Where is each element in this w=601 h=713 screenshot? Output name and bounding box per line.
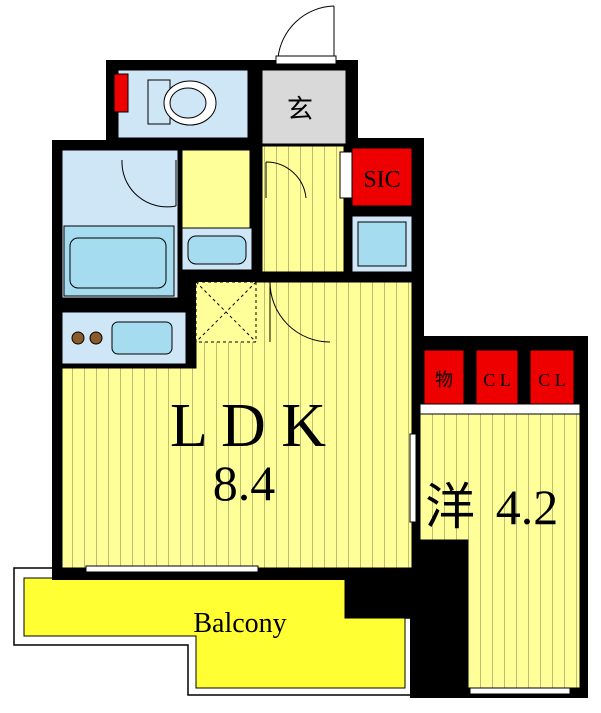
entrance: [261, 5, 347, 145]
western-room-name-label: 洋: [425, 479, 475, 535]
toilet-icon: [147, 79, 217, 126]
storage-label: 物: [435, 370, 453, 390]
balcony-area: [13, 567, 413, 696]
windows: [85, 433, 571, 695]
sic-label: SIC: [363, 167, 400, 193]
ldk-size-label: 8.4: [213, 455, 276, 511]
closets: [419, 349, 581, 415]
kitchen-counter: [61, 311, 187, 365]
western-room-size-label: 4.2: [496, 479, 559, 535]
floors: [61, 145, 581, 689]
closet-label-1: C L: [483, 370, 511, 390]
sic-closet: [339, 147, 413, 273]
wet-areas: [61, 69, 253, 365]
balcony-label: Balcony: [193, 608, 286, 639]
closet-label-2: C L: [538, 370, 566, 390]
bathtub-icon: [63, 225, 175, 297]
ldk-name-label: L D K: [170, 392, 326, 460]
entrance-label: 玄: [287, 95, 313, 124]
